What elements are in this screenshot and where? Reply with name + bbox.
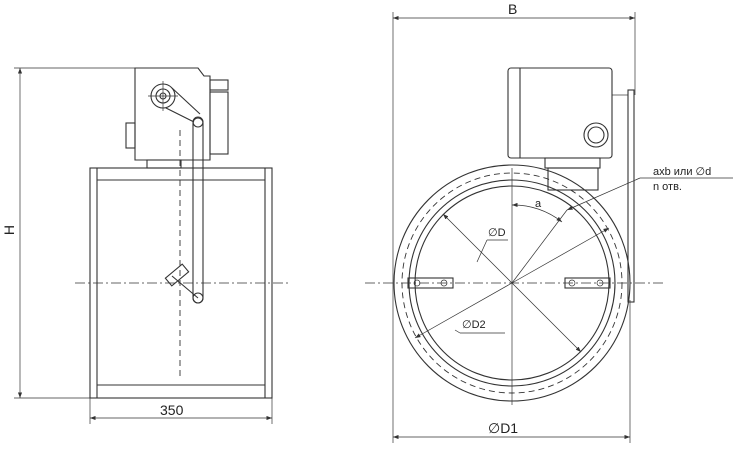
bolt-diameter-label: ∅D2 [462, 319, 486, 331]
mounting-plate [627, 89, 635, 303]
hole-size-label: axb или ∅d [653, 166, 712, 178]
hole-count-label: n отв. [653, 181, 682, 193]
side-view [14, 67, 290, 424]
inner-diameter-label: ∅D [488, 227, 506, 239]
outer-diameter-label: ∅D1 [488, 420, 519, 436]
actuator-box [134, 67, 211, 161]
length-label: 350 [160, 402, 184, 418]
angle-label: a [535, 198, 542, 210]
width-label: B [508, 1, 518, 17]
height-label: H [1, 224, 18, 236]
lever-rod [192, 117, 204, 304]
actuator-box [507, 67, 613, 159]
front-view [365, 12, 733, 443]
